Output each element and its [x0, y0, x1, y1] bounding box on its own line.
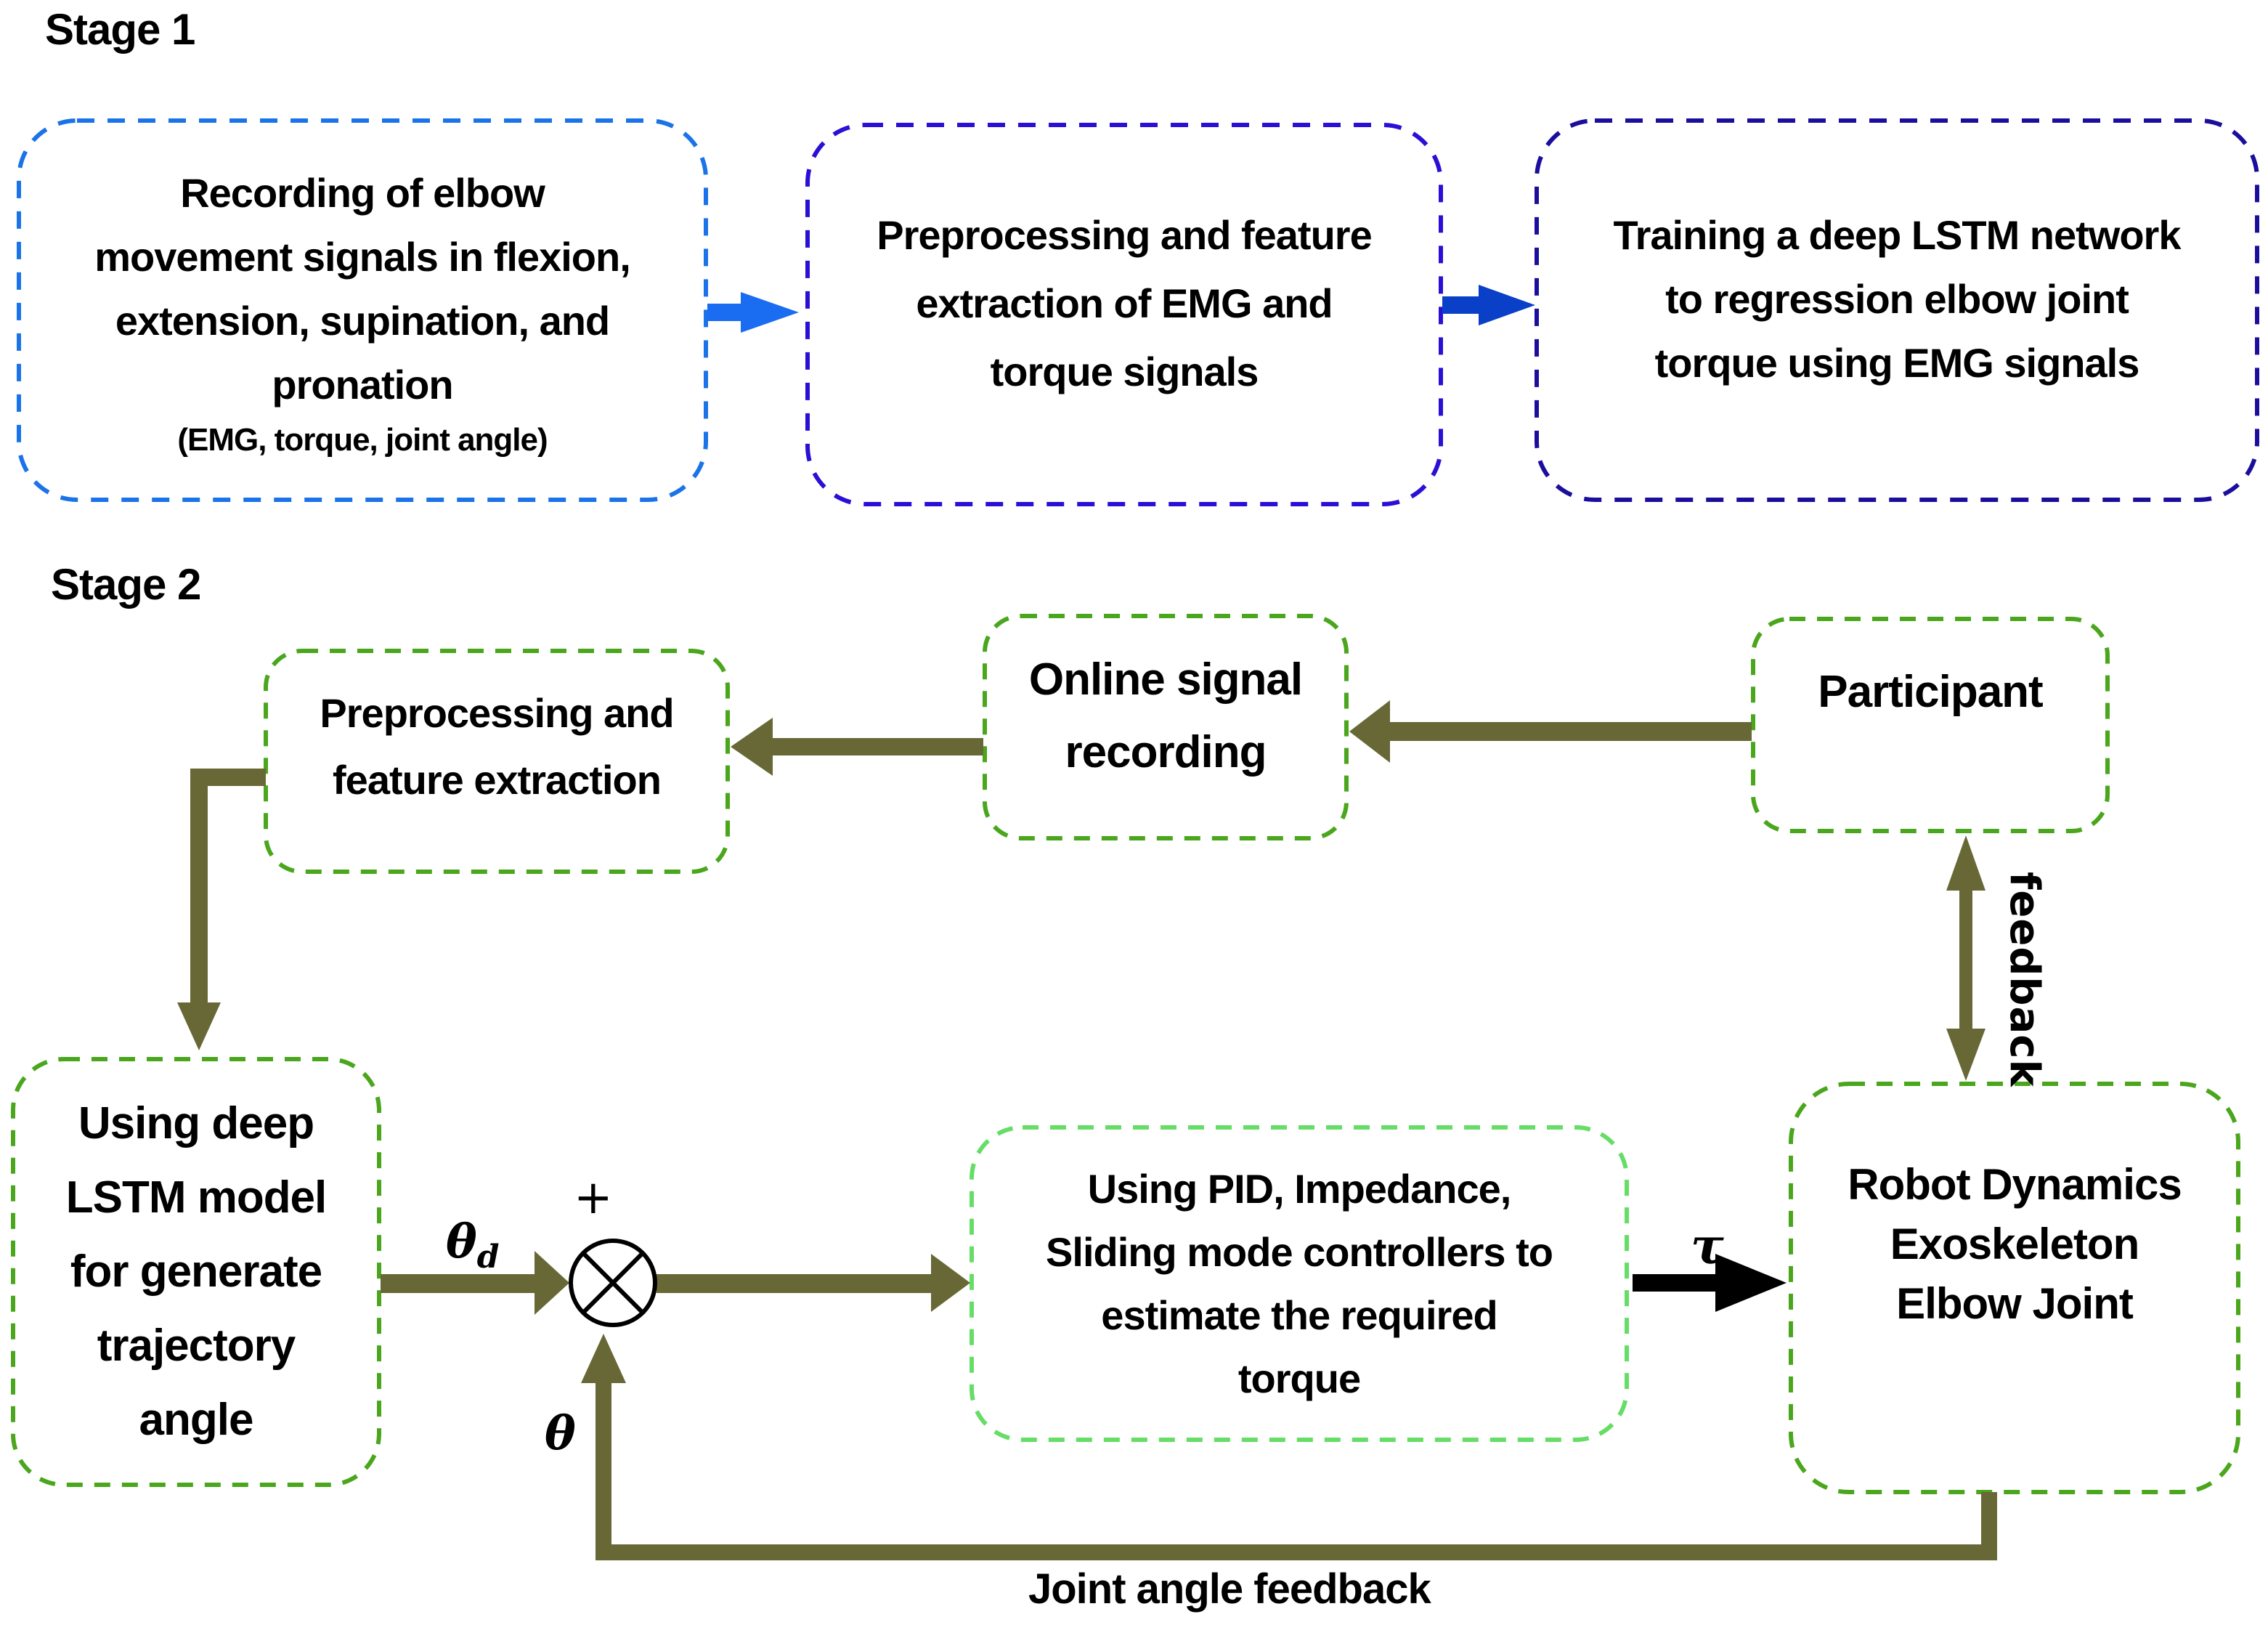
box-text-line: Preprocessing and feature — [877, 212, 1372, 258]
box-text-line: Training a deep LSTM network — [1613, 212, 2182, 258]
box-text-line: LSTM model — [65, 1172, 328, 1223]
box-text-line: extension, supination, and — [115, 298, 610, 344]
box-text-line: to regression elbow joint — [1665, 276, 2129, 322]
stage1-box-recording-border — [17, 118, 708, 502]
box-text-line: Online signal — [1028, 655, 1303, 705]
box-text-line: torque — [1237, 1355, 1361, 1401]
box-text-line: angle — [139, 1395, 254, 1445]
arrow-participant-to-online — [1349, 700, 1752, 763]
stage2-box-preprocessing-border — [264, 649, 730, 874]
box-text-line: Recording of elbow — [180, 170, 545, 216]
box-text-line: extraction of EMG and — [916, 280, 1333, 326]
stage1-box-recording: Recording of elbow movement signals in f… — [17, 119, 707, 501]
box-text-line: movement signals in flexion, — [94, 234, 631, 280]
box-text-line: Participant — [1818, 667, 2043, 717]
stage2-box-controllers: Using PID, Impedance, Sliding mode contr… — [970, 1126, 1628, 1441]
tau-label: τ — [1691, 1217, 1724, 1276]
stage2-box-robot: Robot Dynamics Exoskeleton Elbow Joint — [1789, 1082, 2240, 1494]
stage2-box-controllers-border — [970, 1125, 1629, 1442]
stage2-box-online-recording: Online signal recording — [983, 615, 1348, 840]
joint-angle-feedback-label: Joint angle feedback — [1028, 1565, 1431, 1613]
stage2-title: Stage 2 — [51, 560, 201, 609]
stage2-box-lstm-model: Using deep LSTM model for generate traje… — [12, 1058, 381, 1486]
arrow-preprocessing-to-lstm — [177, 769, 266, 1050]
theta-label: θ — [545, 1406, 576, 1461]
plus-sign-label: + — [574, 1171, 613, 1225]
theta-d-label: θd — [446, 1215, 499, 1276]
stage2-box-preprocessing: Preprocessing and feature extraction — [264, 649, 729, 873]
arrow-junction-to-controllers — [657, 1254, 970, 1312]
box-sublabel: (EMG, torque, joint angle) — [177, 422, 548, 458]
box-text-line: torque using EMG signals — [1654, 340, 2140, 386]
stage1-box-training-border — [1535, 118, 2259, 502]
stage2-box-robot-border — [1789, 1082, 2240, 1494]
stage2-box-online-border — [983, 614, 1349, 840]
box-text-line: recording — [1065, 727, 1267, 777]
stage1-arrow-1 — [707, 292, 799, 333]
box-text-line: Using PID, Impedance, — [1087, 1166, 1512, 1212]
box-text-line: Sliding mode controllers to — [1046, 1229, 1553, 1275]
box-text-line: estimate the required — [1101, 1292, 1497, 1338]
summing-junction-icon — [569, 1239, 657, 1327]
feedback-vertical-label: feedback — [2001, 872, 2048, 1087]
stage1-arrow-2 — [1442, 285, 1535, 325]
stage1-box-preprocessing: Preprocessing and feature extraction of … — [806, 123, 1442, 506]
arrow-torque — [1633, 1254, 1787, 1312]
arrow-online-to-preprocessing — [731, 718, 983, 776]
theta-d-symbol: θ — [446, 1215, 477, 1269]
box-text-line: Using deep — [78, 1098, 314, 1148]
arrow-theta-d — [381, 1251, 569, 1315]
box-text-line: pronation — [272, 362, 453, 408]
box-text-line: for generate — [70, 1247, 322, 1297]
stage2-box-participant-border — [1751, 617, 2110, 833]
box-text-line: torque signals — [990, 349, 1259, 394]
stage1-title: Stage 1 — [45, 5, 195, 54]
box-text-line: feature extraction — [333, 757, 662, 803]
arrow-feedback-bidirectional — [1946, 835, 1985, 1081]
stage1-box-training: Training a deep LSTM network to regressi… — [1535, 119, 2259, 501]
box-text-line: Elbow Joint — [1896, 1279, 2134, 1328]
box-text-line: Exoskeleton — [1890, 1220, 2139, 1268]
box-text-line: Robot Dynamics — [1848, 1160, 2182, 1209]
theta-d-subscript: d — [476, 1238, 500, 1276]
stage2-box-lstm-border — [11, 1057, 381, 1487]
stage2-box-participant: Participant — [1752, 617, 2109, 832]
arrow-joint-angle-feedback — [581, 1334, 1997, 1560]
stage1-box-preprocessing-border — [805, 123, 1443, 506]
box-text-line: trajectory — [97, 1321, 296, 1371]
box-text-line: Preprocessing and — [320, 690, 674, 736]
